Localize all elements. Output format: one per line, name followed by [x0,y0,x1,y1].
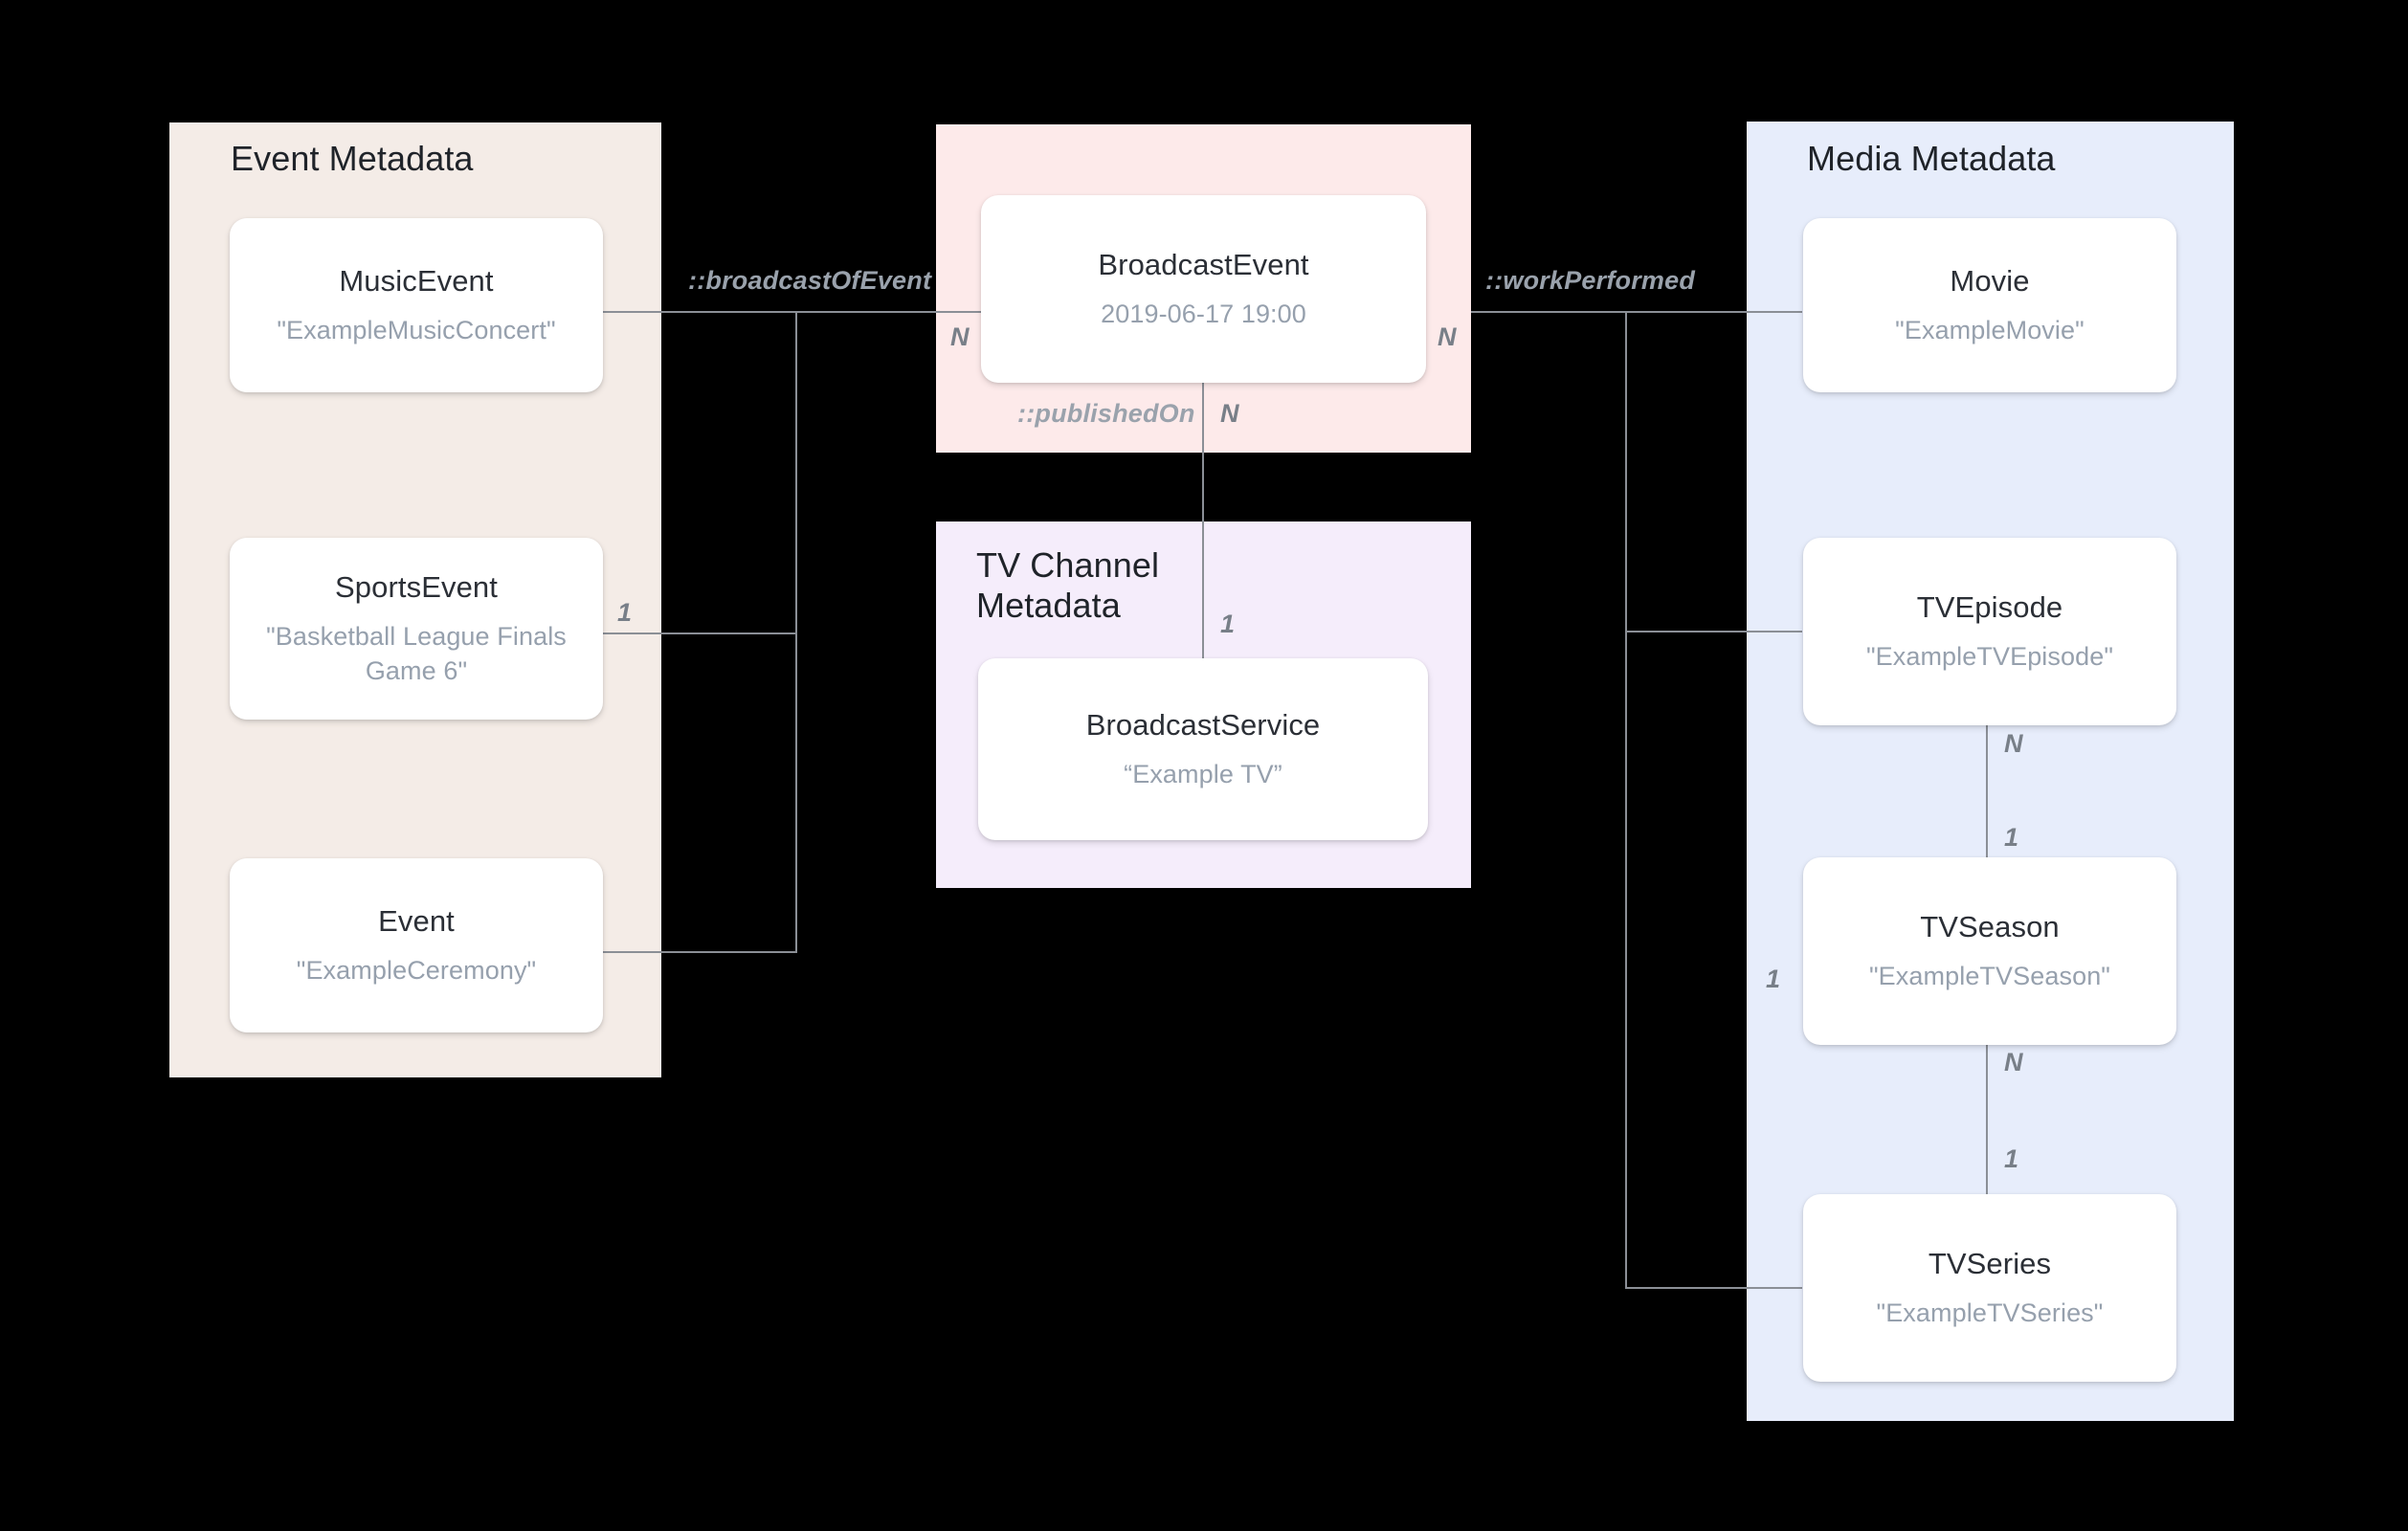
connector-event-bus [795,311,797,953]
cardinality-sports-event-right: 1 [617,598,633,627]
node-tv-episode[interactable]: TVEpisode "ExampleTVEpisode" [1803,538,2176,725]
connector-sports-event-stub [602,632,796,634]
connector-published-on [1202,383,1204,658]
edge-label-broadcast-of-event: ::broadcastOfEvent [688,266,932,295]
cardinality-tv-episode-bottom: N [2004,729,2023,758]
node-music-event-title: MusicEvent [339,263,494,298]
connector-bus-to-broadcast-event [795,311,993,313]
connector-music-event-stub [602,311,796,313]
cardinality-tv-season-top: 1 [2004,823,2019,852]
edge-label-published-on: ::publishedOn [1017,399,1195,428]
connector-bus-to-movie [1625,311,1802,313]
node-tv-season-value: "ExampleTVSeason" [1869,961,2110,990]
connector-bus-to-tv-series [1625,1287,1802,1289]
node-tv-episode-value: "ExampleTVEpisode" [1865,641,2114,671]
connector-broadcast-event-right-stub [1471,311,1626,313]
cardinality-tv-season-bottom: N [2004,1048,2023,1076]
node-tv-series-title: TVSeries [1928,1246,2052,1280]
node-broadcast-event-value: 2019-06-17 19:00 [1101,299,1306,328]
group-event-metadata-title: Event Metadata [231,139,474,178]
node-broadcast-event[interactable]: BroadcastEvent 2019-06-17 19:00 [981,195,1426,383]
cardinality-tv-season-left: 1 [1766,965,1781,993]
node-sports-event[interactable]: SportsEvent "Basketball League Finals Ga… [230,538,603,720]
connector-media-bus [1625,311,1627,1289]
cardinality-broadcast-service-top: 1 [1220,610,1236,638]
node-tv-episode-title: TVEpisode [1916,589,2063,624]
node-music-event-value: "ExampleMusicConcert" [277,315,556,344]
node-tv-series[interactable]: TVSeries "ExampleTVSeries" [1803,1194,2176,1382]
group-tv-channel-metadata-title: TV Channel Metadata [976,545,1160,626]
node-event-title: Event [378,903,455,938]
cardinality-broadcast-event-bottom: N [1220,399,1239,428]
node-broadcast-event-title: BroadcastEvent [1098,247,1309,281]
node-event-value: "ExampleCeremony" [296,955,537,985]
edge-label-work-performed: ::workPerformed [1485,266,1696,295]
node-broadcast-service-value: “Example TV” [1124,759,1282,788]
node-sports-event-value: "Basketball League Finals Game 6" [266,621,567,685]
node-event[interactable]: Event "ExampleCeremony" [230,858,603,1032]
node-broadcast-service[interactable]: BroadcastService “Example TV” [978,658,1428,840]
node-tv-season-title: TVSeason [1920,909,2060,943]
connector-tv-season-to-tv-series [1986,1045,1988,1198]
group-media-metadata-title: Media Metadata [1807,139,2056,178]
node-broadcast-service-title: BroadcastService [1085,707,1321,742]
connector-bus-to-tv-episode [1625,631,1802,632]
cardinality-broadcast-event-right: N [1438,322,1457,351]
node-movie-title: Movie [1950,263,2030,298]
cardinality-tv-series-top: 1 [2004,1144,2019,1173]
node-music-event[interactable]: MusicEvent "ExampleMusicConcert" [230,218,603,392]
node-movie[interactable]: Movie "ExampleMovie" [1803,218,2176,392]
connector-event-stub [602,951,796,953]
cardinality-broadcast-event-left: N [950,322,970,351]
connector-tv-episode-to-tv-season [1986,725,1988,867]
node-movie-value: "ExampleMovie" [1895,315,2085,344]
node-tv-series-value: "ExampleTVSeries" [1876,1298,2104,1327]
node-tv-season[interactable]: TVSeason "ExampleTVSeason" [1803,857,2176,1045]
node-sports-event-title: SportsEvent [335,569,498,604]
